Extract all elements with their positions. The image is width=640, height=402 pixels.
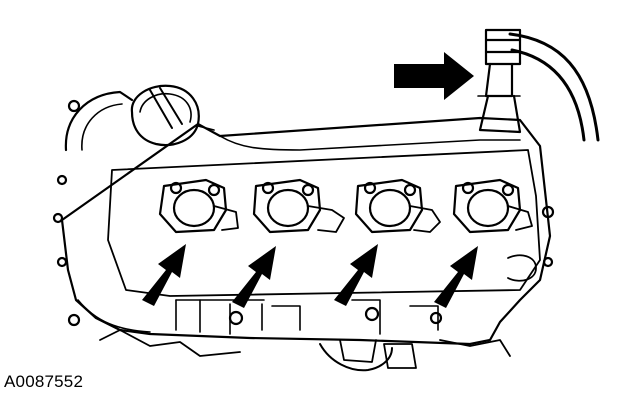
coil-callout-arrow-up-icon-3 <box>334 244 378 306</box>
figure-id-label: A0087552 <box>4 372 84 391</box>
valve-cover <box>52 90 555 346</box>
ignition-coils <box>158 178 533 234</box>
coil-3 <box>354 178 441 234</box>
oil-filler-cap <box>130 84 215 147</box>
coil-callout-arrow-up-icon-2 <box>232 246 276 308</box>
coil-callout-arrow-up-icon-4 <box>434 246 478 308</box>
coil-1 <box>158 178 239 234</box>
lower-engine-detail <box>99 299 511 372</box>
coil-4 <box>452 178 533 234</box>
coil-2 <box>252 178 345 234</box>
hose-callout-arrow-right-icon <box>394 52 474 100</box>
breather-hose <box>477 28 600 142</box>
coil-callout-arrow-up-icon-1 <box>142 244 186 306</box>
